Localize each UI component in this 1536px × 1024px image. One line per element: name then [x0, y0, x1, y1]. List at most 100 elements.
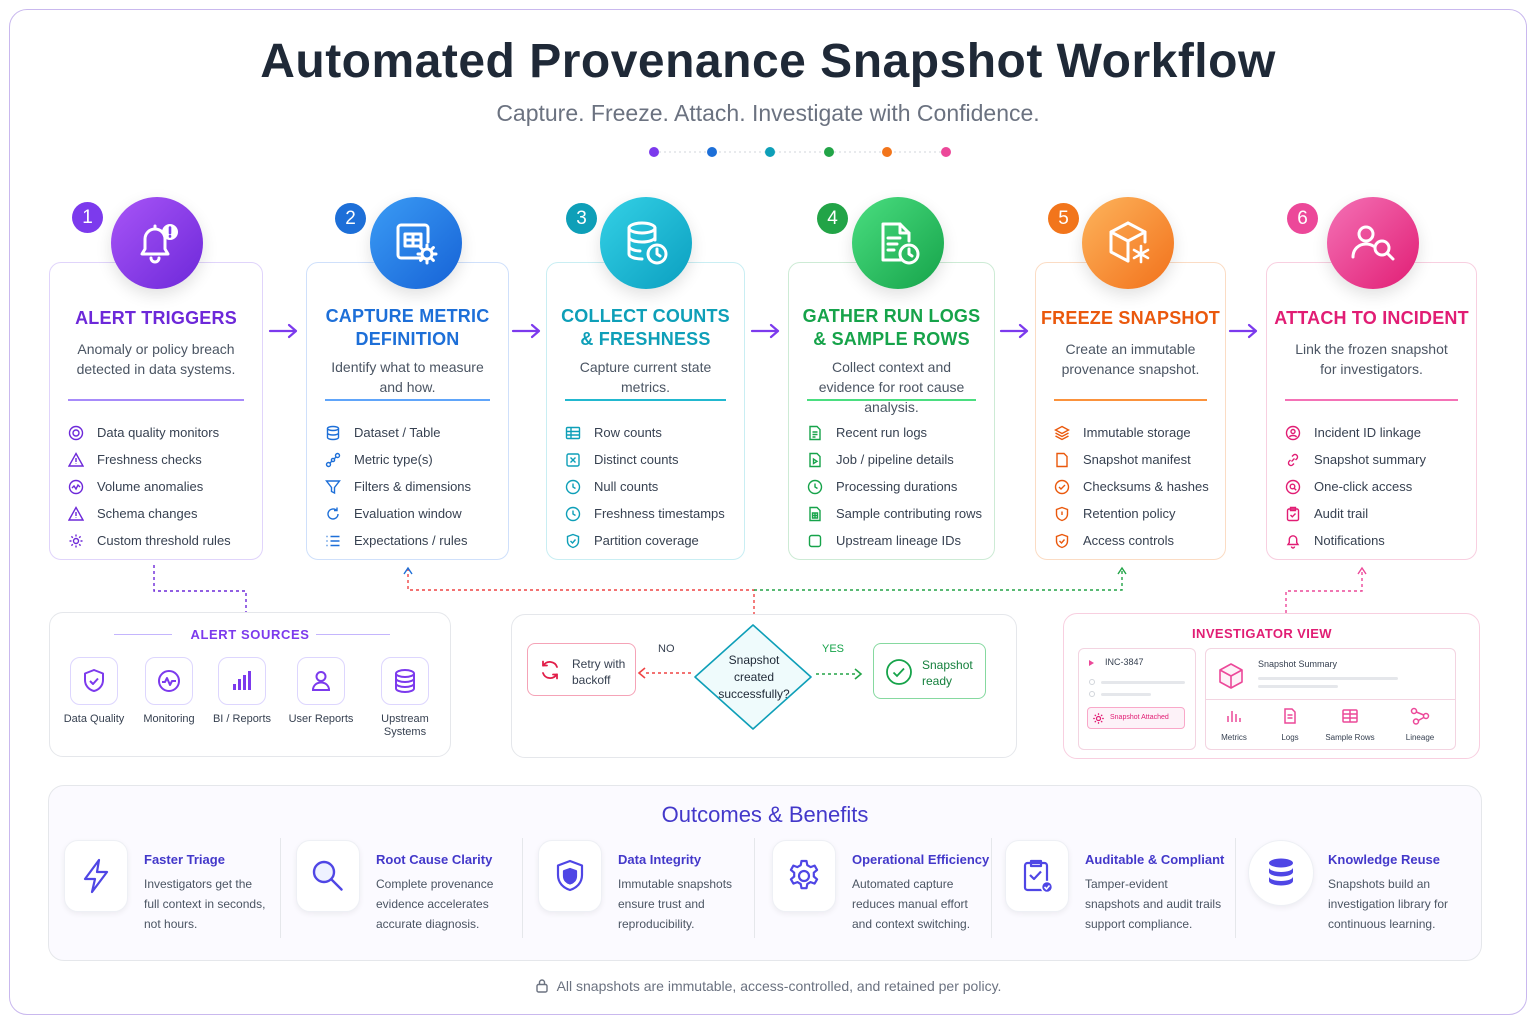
step-item: Schema changes: [68, 500, 252, 527]
alert-source-bi-reports[interactable]: BI / Reports: [202, 657, 282, 726]
step-description: Capture current state metrics.: [579, 359, 712, 395]
benefit-title: Operational Efficiency: [852, 852, 990, 867]
decorative-dots: [649, 147, 951, 157]
pulse-icon: [145, 657, 193, 705]
alert-source-monitoring[interactable]: Monitoring: [129, 657, 209, 726]
benefit-faster-triage: Faster Triage Investigators get the full…: [50, 840, 280, 940]
tab-label: Logs: [1281, 733, 1299, 742]
clock-icon: [565, 479, 581, 494]
gear-icon: [69, 534, 83, 547]
lock-icon: [535, 979, 548, 993]
footer-text: All snapshots are immutable, access-cont…: [556, 978, 1002, 994]
step-item: Access controls: [1054, 527, 1215, 554]
layers-icon: [1054, 425, 1070, 440]
check-circle-icon: [886, 659, 912, 685]
flow-arrow: [1228, 323, 1258, 339]
bell-alert-icon: [111, 197, 203, 289]
placeholder-line: [1089, 691, 1095, 697]
step-item: Processing durations: [807, 473, 984, 500]
placeholder-line: [1258, 685, 1338, 688]
step-item: Freshness timestamps: [565, 500, 734, 527]
step-number-badge: 5: [1048, 203, 1079, 234]
benefit-title: Faster Triage: [144, 852, 225, 867]
benefit-description: Snapshots build an investigation library…: [1328, 877, 1449, 931]
decision-question: Snapshot created successfully?: [718, 653, 790, 701]
benefit-operational-efficiency: Operational Efficiency Automated capture…: [758, 840, 990, 940]
alert-source-label: BI / Reports: [212, 713, 272, 725]
step-item: Retention policy: [1054, 500, 1215, 527]
step-items: Immutable storage Snapshot manifest Chec…: [1054, 419, 1215, 554]
alert-source-label: User Reports: [288, 713, 354, 725]
shield-icon: [1055, 506, 1069, 521]
step-divider: [68, 399, 244, 401]
step-title: COLLECT COUNTS & FRESHNESS: [561, 306, 730, 349]
step-item: Dataset / Table: [325, 419, 498, 446]
document-play-icon: [809, 452, 821, 467]
step-divider: [1285, 399, 1458, 401]
snapshot-attached-chip[interactable]: Snapshot Attached: [1087, 707, 1185, 729]
step-title: GATHER RUN LOGS & SAMPLE ROWS: [802, 306, 981, 349]
benefit-description: Automated capture reduces manual effort …: [852, 877, 971, 931]
tab-sample-rows[interactable]: Sample Rows: [1320, 707, 1380, 742]
step-number-badge: 1: [72, 202, 103, 233]
step-title: FREEZE SNAPSHOT: [1040, 308, 1221, 328]
benefit-description: Complete provenance evidence accelerates…: [376, 877, 494, 931]
alert-source-data-quality[interactable]: Data Quality: [54, 657, 134, 726]
benefit-separator: [991, 838, 992, 938]
gear-icon: [772, 840, 836, 912]
database-icon: [381, 657, 429, 705]
step-item: Filters & dimensions: [325, 473, 498, 500]
alert-source-user-reports[interactable]: User Reports: [281, 657, 361, 726]
snapshot-attached-label: Snapshot Attached: [1110, 714, 1169, 721]
lineage-icon: [1410, 707, 1430, 725]
alert-source-label: Monitoring: [143, 713, 195, 725]
step-description: Anomaly or policy breach detected in dat…: [76, 341, 236, 377]
step-description: Link the frozen snapshot for investigato…: [1295, 341, 1448, 377]
benefit-title: Data Integrity: [618, 852, 702, 867]
check-circle-icon: [1054, 479, 1070, 494]
no-arrow: [637, 667, 691, 679]
play-icon: [1089, 660, 1094, 666]
footer-note: All snapshots are immutable, access-cont…: [0, 978, 1536, 994]
pane-divider: [1206, 699, 1455, 700]
document-grid-icon: [809, 506, 821, 521]
investigator-view-panel: INVESTIGATOR VIEW INC-3847 Snapshot Atta…: [1063, 613, 1480, 759]
step-item: Checksums & hashes: [1054, 473, 1215, 500]
step-description: Create an immutable provenance snapshot.: [1061, 341, 1200, 377]
search-circle-icon: [1285, 479, 1301, 494]
alert-sources-panel: ALERT SOURCES Data Quality Monitoring BI…: [49, 612, 451, 757]
benefit-separator: [754, 838, 755, 938]
step-item: Immutable storage: [1054, 419, 1215, 446]
placeholder-line: [1258, 677, 1398, 680]
step-divider: [1054, 399, 1207, 401]
step-item: Snapshot manifest: [1054, 446, 1215, 473]
step-item: Recent run logs: [807, 419, 984, 446]
step-item: Evaluation window: [325, 500, 498, 527]
placeholder-line: [1101, 681, 1185, 684]
step-item: Custom threshold rules: [68, 527, 252, 554]
no-label: NO: [658, 643, 675, 655]
step-divider: [325, 399, 490, 401]
tab-metrics[interactable]: Metrics: [1214, 707, 1254, 742]
snapshot-ready-box: Snapshot ready: [873, 643, 986, 699]
benefit-title: Knowledge Reuse: [1328, 852, 1440, 867]
gear-icon: [1093, 713, 1104, 724]
cube-snowflake-icon: [1082, 197, 1174, 289]
tab-label: Sample Rows: [1325, 733, 1375, 742]
tab-lineage[interactable]: Lineage: [1398, 707, 1442, 742]
magnifier-icon: [296, 840, 360, 912]
step-title: CAPTURE METRIC DEFINITION: [325, 306, 490, 349]
tab-logs[interactable]: Logs: [1270, 707, 1310, 742]
benefit-title: Auditable & Compliant: [1085, 852, 1225, 867]
step-items: Data quality monitors Freshness checks V…: [68, 419, 252, 554]
alert-source-upstream-systems[interactable]: Upstream Systems: [365, 657, 445, 739]
incident-id: INC-3847: [1105, 657, 1144, 667]
retry-label: Retry with backoff: [572, 657, 626, 687]
document-clock-icon: [852, 197, 944, 289]
ready-label: Snapshot ready: [922, 658, 973, 688]
table-gear-icon: [370, 197, 462, 289]
clipboard-check-icon: [1005, 840, 1069, 912]
step-item: Notifications: [1285, 527, 1466, 554]
benefit-auditable-compliant: Auditable & Compliant Tamper-evident sna…: [991, 840, 1225, 940]
